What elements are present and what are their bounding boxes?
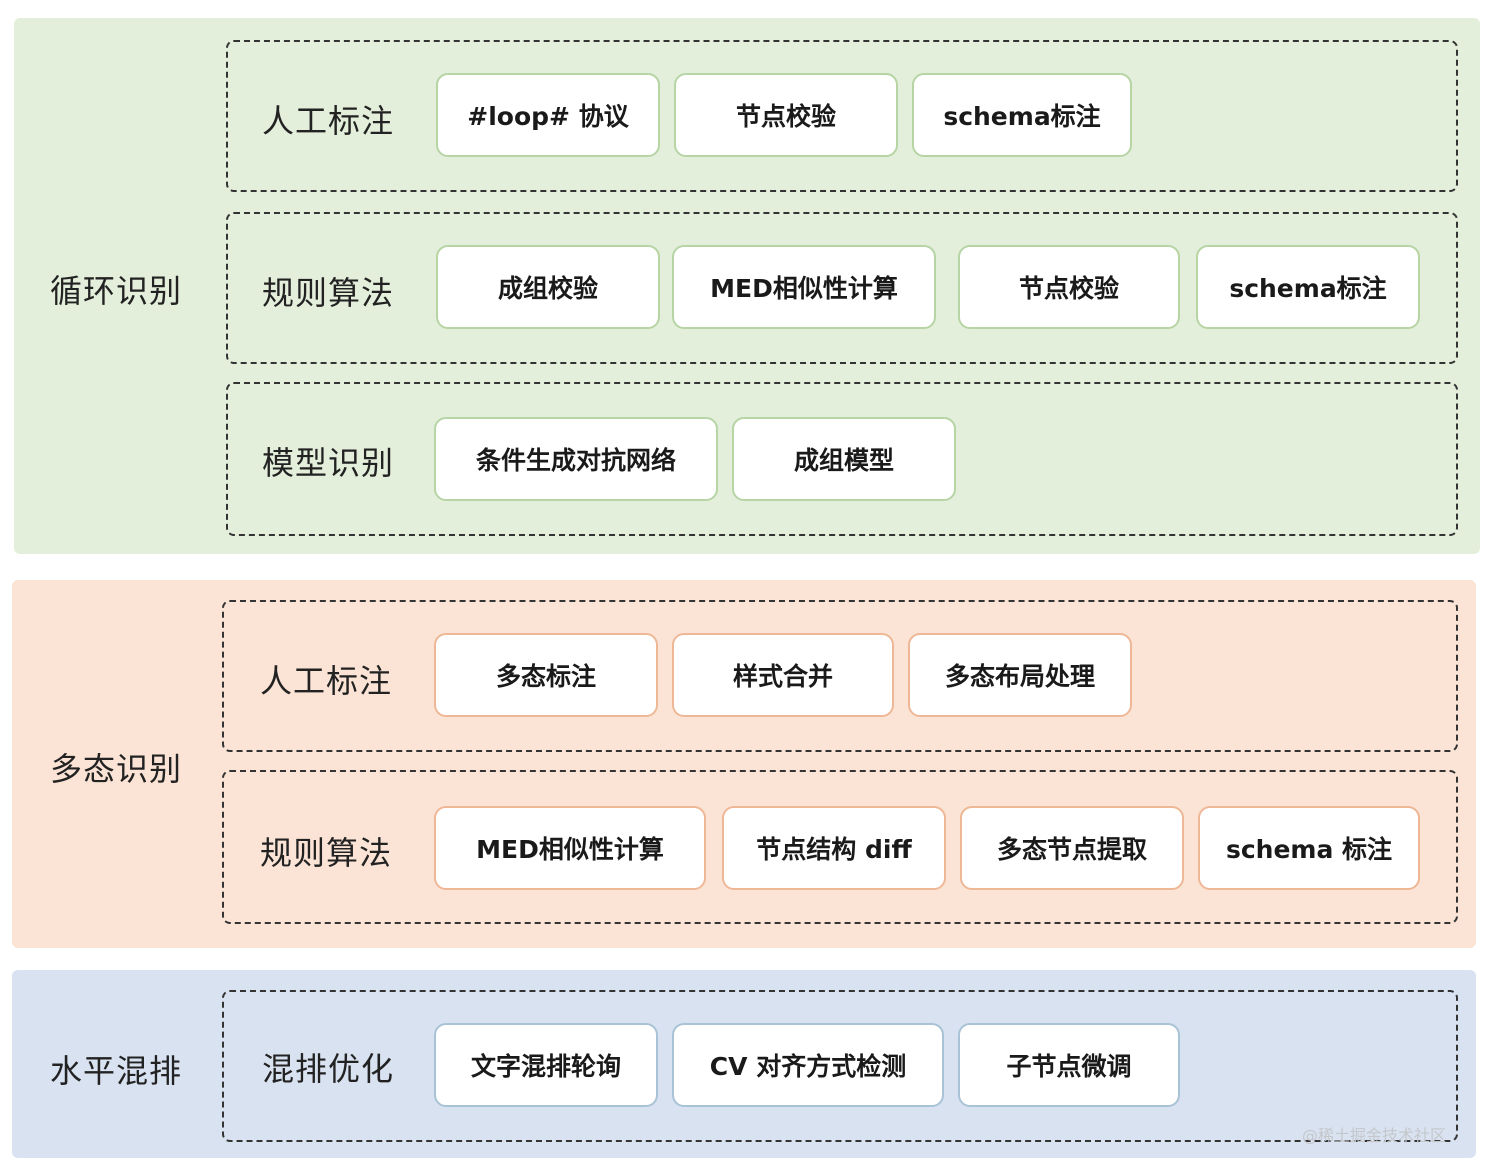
chip-poly-layout: 多态布局处理 — [908, 633, 1132, 717]
group-poly-manual — [222, 600, 1458, 752]
group-label-poly-manual: 人工标注 — [260, 662, 393, 700]
group-loop-model — [226, 382, 1458, 536]
chip-schema-annotate-poly: schema 标注 — [1198, 806, 1420, 890]
chip-node-check: 节点校验 — [674, 73, 898, 157]
chip-style-merge: 样式合并 — [672, 633, 894, 717]
chip-node-structure-diff: 节点结构 diff — [722, 806, 946, 890]
watermark-text: @稀土掘金技术社区 — [1302, 1126, 1447, 1145]
chip-schema-annotate-rule: schema标注 — [1196, 245, 1420, 329]
chip-child-node-tune: 子节点微调 — [958, 1023, 1180, 1107]
group-label-loop-rule: 规则算法 — [262, 274, 395, 312]
chip-poly-node-extract: 多态节点提取 — [960, 806, 1184, 890]
section-label-horizontal: 水平混排 — [50, 1052, 183, 1090]
chip-cgan: 条件生成对抗网络 — [434, 417, 718, 501]
chip-med-similarity: MED相似性计算 — [672, 245, 936, 329]
group-poly-rule — [222, 770, 1458, 924]
group-loop-manual — [226, 40, 1458, 192]
section-label-polymorph: 多态识别 — [50, 750, 183, 788]
chip-cv-align-detect: CV 对齐方式检测 — [672, 1023, 944, 1107]
group-mix-optimize — [222, 990, 1458, 1142]
chip-group-check: 成组校验 — [436, 245, 660, 329]
chip-text-mix-polling: 文字混排轮询 — [434, 1023, 658, 1107]
chip-schema-annotate: schema标注 — [912, 73, 1132, 157]
chip-med-similarity-poly: MED相似性计算 — [434, 806, 706, 890]
group-label-loop-model: 模型识别 — [262, 444, 395, 482]
group-label-loop-manual: 人工标注 — [262, 102, 395, 140]
group-label-mix-optimize: 混排优化 — [262, 1050, 395, 1088]
chip-loop-protocol: #loop# 协议 — [436, 73, 660, 157]
group-label-poly-rule: 规则算法 — [260, 834, 393, 872]
chip-group-model: 成组模型 — [732, 417, 956, 501]
chip-node-check-rule: 节点校验 — [958, 245, 1180, 329]
section-label-loop: 循环识别 — [50, 272, 183, 310]
chip-poly-annotate: 多态标注 — [434, 633, 658, 717]
group-loop-rule — [226, 212, 1458, 364]
